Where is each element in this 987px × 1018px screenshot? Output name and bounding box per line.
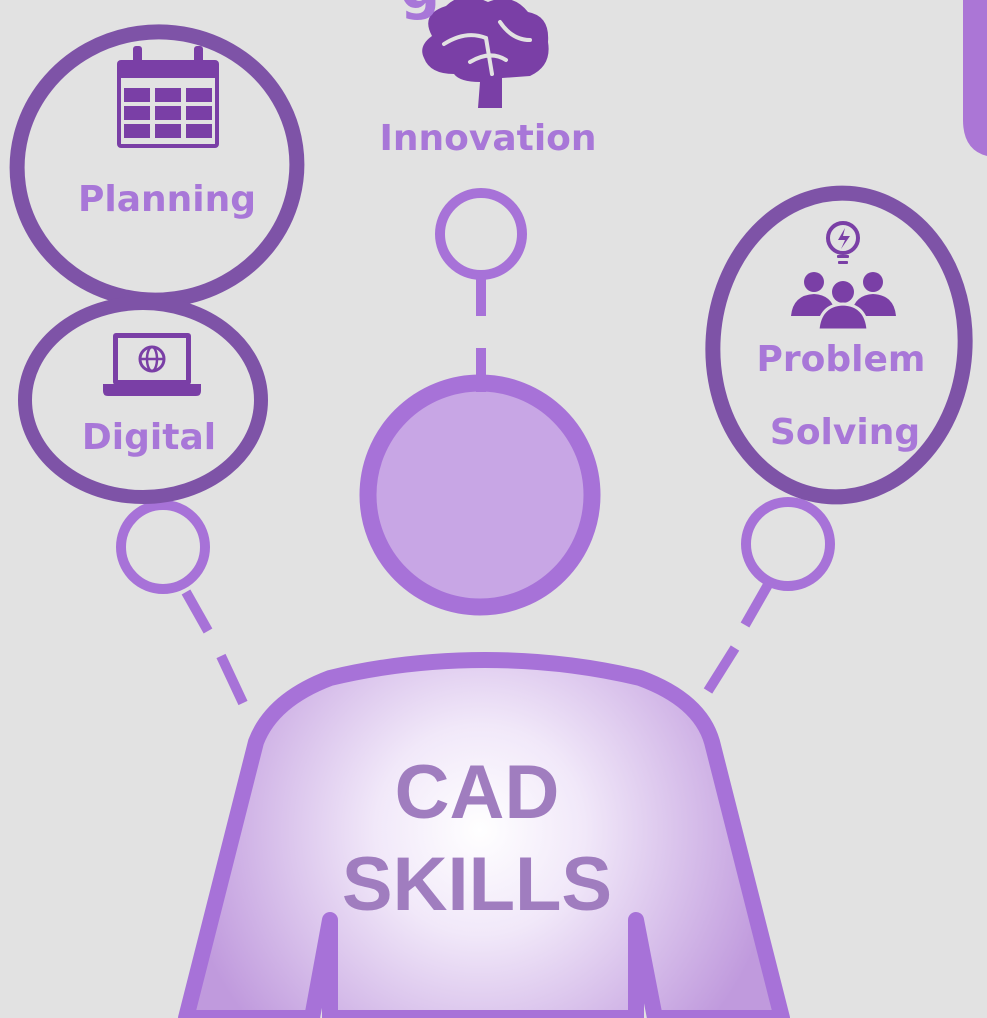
problem-ring	[705, 185, 973, 505]
corner-card	[963, 0, 987, 156]
skill-label-innovation: Innovation	[379, 118, 597, 159]
problem-pin-dash	[703, 645, 740, 694]
laptop-globe-icon	[103, 333, 201, 396]
person-torso	[178, 652, 790, 1018]
brain-icon	[422, 0, 549, 108]
digital-pin-stem	[181, 589, 213, 634]
problem-pin-ring	[741, 497, 835, 591]
skill-label-problem: Problem	[756, 339, 926, 380]
digital-ring	[18, 296, 268, 504]
innovation-pin-ring	[435, 188, 527, 280]
problem-pin-stem	[740, 580, 774, 628]
center-title-line1: CAD	[394, 750, 560, 835]
skill-label-digital: Digital	[81, 417, 217, 458]
digital-pin-ring	[116, 500, 210, 594]
digital-pin-dash	[216, 653, 248, 706]
center-title-line2: SKILLS	[341, 842, 613, 927]
heading-fragment: g	[400, 0, 440, 18]
skill-label-planning: Planning	[77, 179, 257, 220]
calendar-icon	[117, 46, 219, 148]
team-lightbulb-icon	[791, 221, 896, 332]
person-head	[359, 374, 601, 616]
planning-ring	[9, 24, 305, 308]
skill-label-solving: Solving	[769, 412, 921, 453]
